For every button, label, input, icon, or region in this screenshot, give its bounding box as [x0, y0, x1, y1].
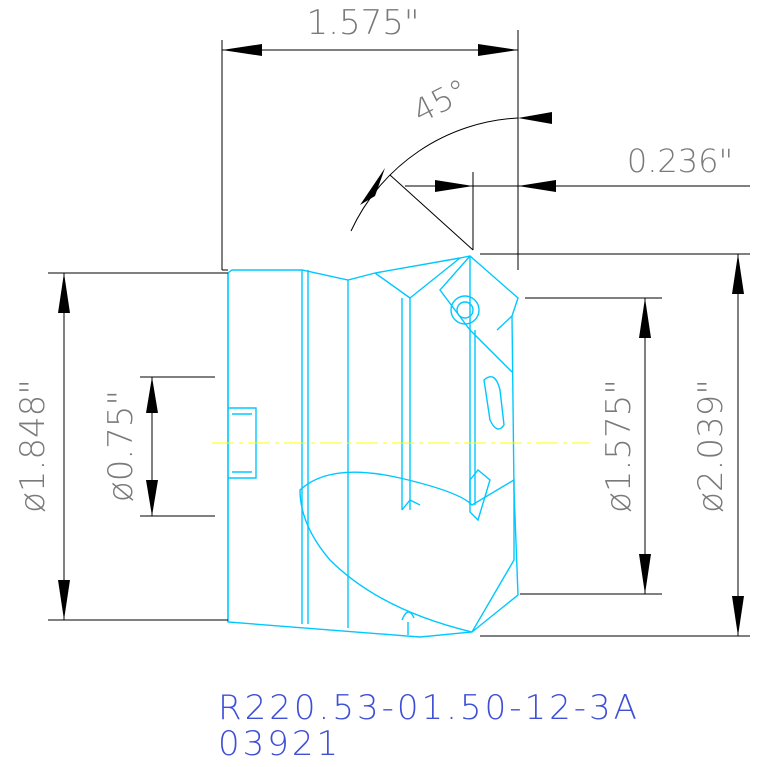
dim-angle-label: 45°	[407, 71, 475, 131]
dim-diameter-right-inner-label: ø1.575"	[599, 379, 639, 513]
title-block: R220.53-01.50-12-3A 03921	[218, 690, 640, 762]
dim-offset-label: 0.236"	[627, 142, 733, 180]
part-number: R220.53-01.50-12-3A	[218, 688, 640, 728]
dim-diameter-left-outer-label: ø1.848"	[13, 379, 53, 513]
dim-width-top-label: 1.575"	[307, 3, 420, 43]
dim-diameter-right-outer-label: ø2.039"	[691, 379, 731, 513]
part-outline	[227, 255, 519, 638]
dimension-lines	[48, 30, 750, 637]
dim-diameter-bore-label: ø0.75"	[101, 390, 141, 502]
drawing-code: 03921	[218, 724, 342, 764]
